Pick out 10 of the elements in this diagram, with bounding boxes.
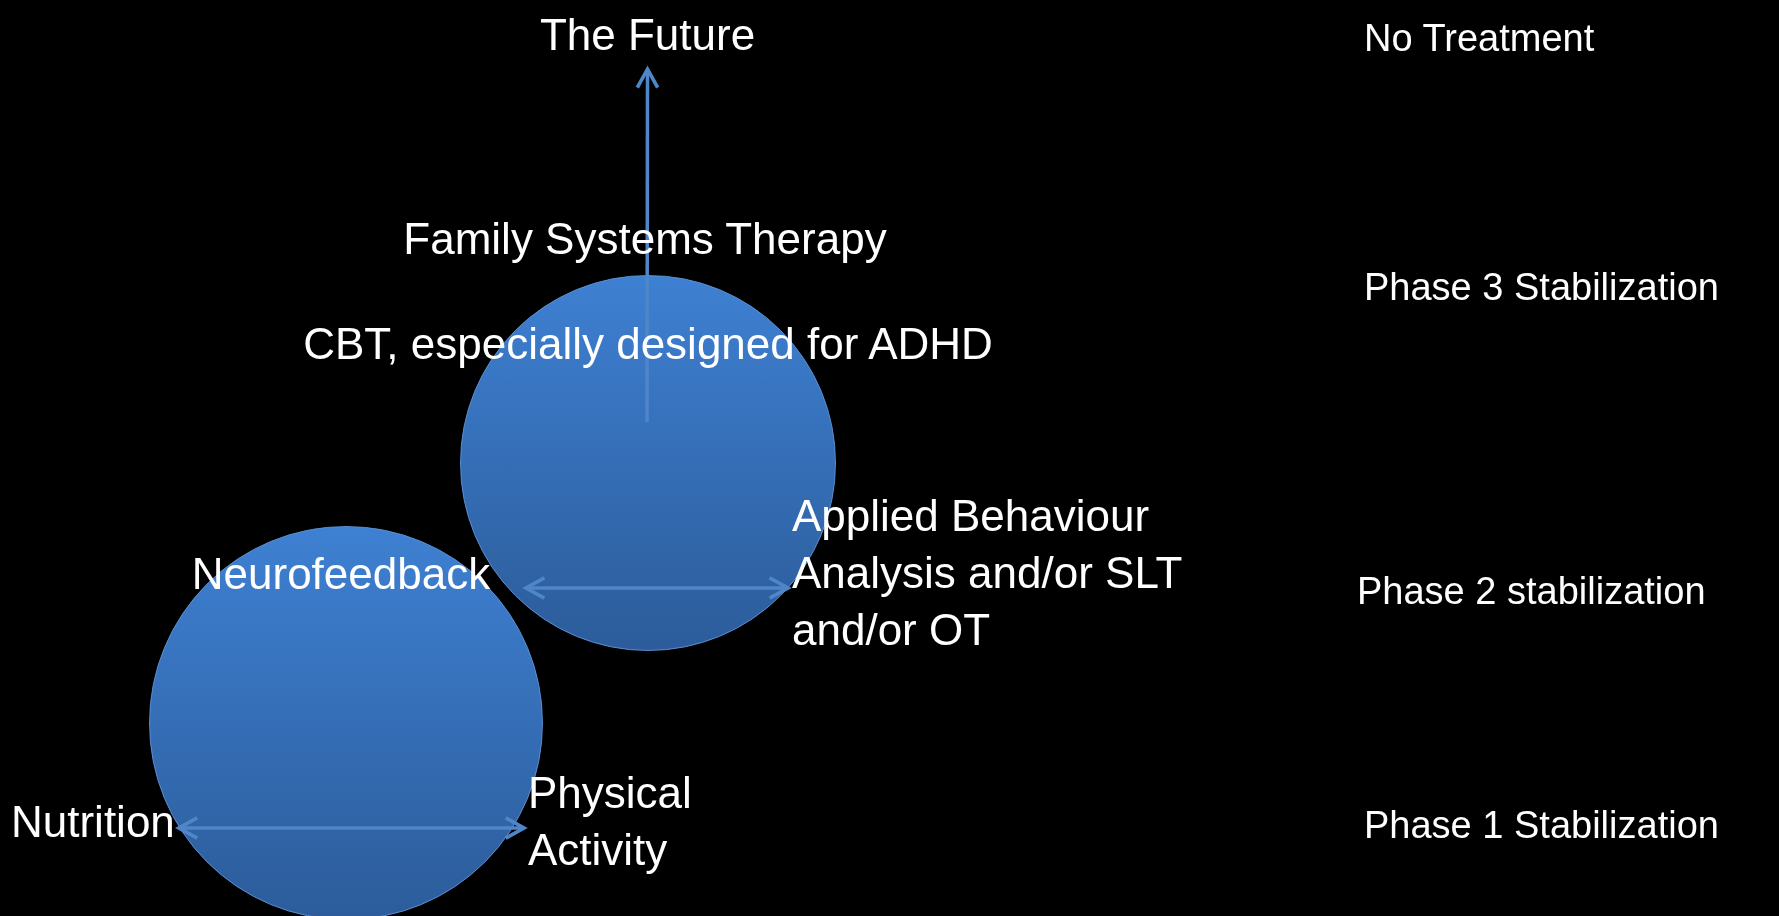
node-label: Nutrition [11,793,175,851]
text-label: Phase 1 Stabilization [1364,803,1719,848]
node-label: Physical Activity [528,764,692,879]
arrow [177,815,526,841]
heading-text: The Future [520,6,775,64]
arrow [524,575,790,601]
text-label: No Treatment [1364,16,1595,61]
arrow [635,67,660,422]
text-label: Phase 2 stabilization [1357,569,1706,614]
text-label: Phase 3 Stabilization [1364,265,1719,310]
